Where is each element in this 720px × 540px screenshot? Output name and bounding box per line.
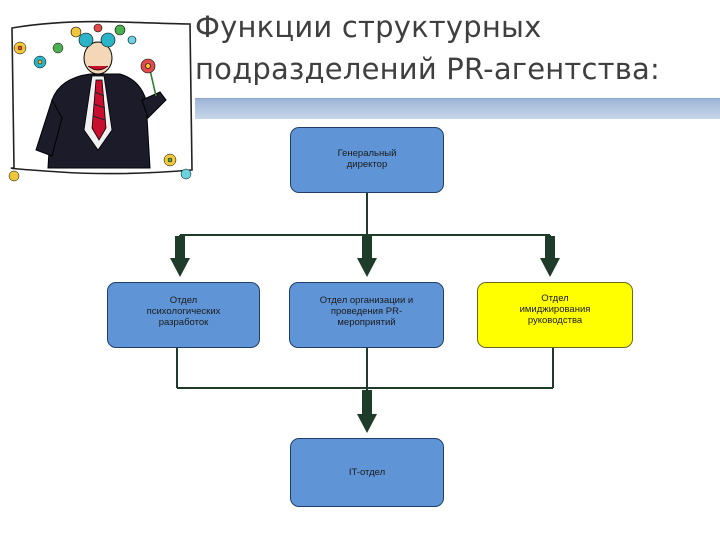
arrow-shaft: [362, 236, 372, 258]
businesswoman-illustration: [8, 20, 193, 182]
arrow-shaft: [545, 236, 555, 258]
node-leadership-image-department: Отдел имиджирования руководства: [477, 282, 633, 348]
node-it-department: IT-отдел: [290, 438, 444, 507]
node-pr-events-department: Отдел организации и проведения PR- мероп…: [289, 282, 444, 348]
node-label: Отдел имиджирования руководства: [519, 293, 591, 326]
arrow-head: [170, 258, 190, 277]
node-label: Генеральный директор: [337, 148, 397, 170]
node-label: IT-отдел: [348, 467, 386, 478]
flower-icon: [8, 41, 192, 182]
arrow-head: [540, 258, 560, 277]
node-label: Отдел психологических разработок: [146, 295, 221, 328]
node-label: Отдел организации и проведения PR- мероп…: [319, 295, 414, 328]
title-divider: [195, 98, 720, 119]
arrow-shaft: [362, 390, 372, 414]
arrow-head: [357, 258, 377, 277]
arrow-shaft: [175, 236, 185, 258]
flower-icon: [140, 58, 157, 97]
slide-title: Функции структурных подразделений PR-аге…: [195, 10, 660, 86]
node-psychology-department: Отдел психологических разработок: [107, 282, 260, 348]
arrow-head: [357, 414, 377, 433]
flower-icon: [70, 23, 137, 48]
node-general-director: Генеральный директор: [290, 127, 444, 193]
